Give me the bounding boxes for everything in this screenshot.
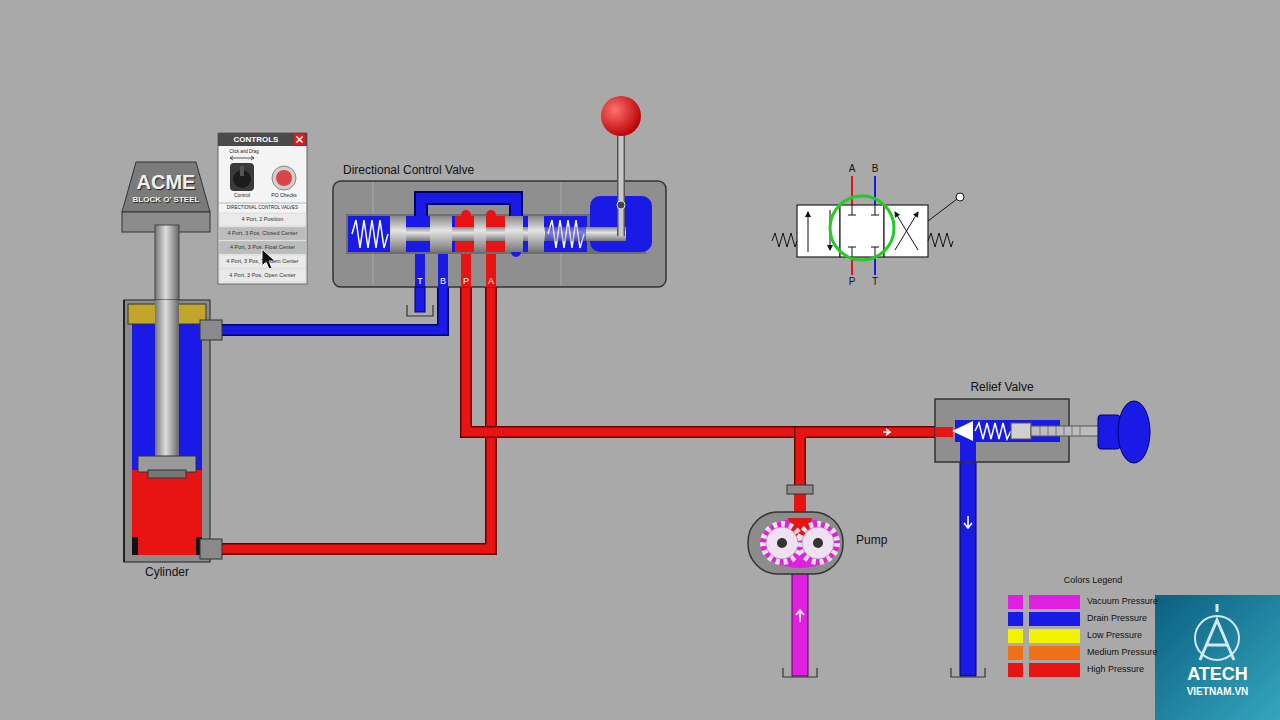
node-title: Directional Control Valve xyxy=(343,164,583,178)
node-text: 4 Port, 2 Position xyxy=(218,216,307,222)
legend-swatch xyxy=(1008,595,1080,609)
acme-block: ACMEBLOCK O' STEEL xyxy=(120,162,212,232)
legend-text: Medium Pressure xyxy=(1087,647,1177,657)
node-text: 4 Port, 3 Pos, Open Center xyxy=(218,272,307,278)
node-text: Click and Drag xyxy=(220,149,268,154)
pipe-outline xyxy=(466,287,800,505)
node-title: Cylinder xyxy=(104,566,230,580)
dcv-illustration xyxy=(333,96,666,316)
pipe-fill xyxy=(466,287,800,505)
watermark-badge xyxy=(1155,595,1280,720)
port-label: A xyxy=(485,276,497,286)
pipe-fill xyxy=(800,432,935,505)
controls-panel: CONTROLS Click and DragControl PO ChecksDI… xyxy=(218,133,307,284)
pump: Pump xyxy=(748,505,843,577)
legend-text: Low Pressure xyxy=(1087,630,1177,640)
symbol-port-label: B xyxy=(868,163,882,175)
legend-text: High Pressure xyxy=(1087,664,1177,674)
symbol-port-label: P xyxy=(845,276,859,288)
node-text: 4 Port, 3 Pos, Closed Center xyxy=(218,230,307,236)
legend-title: Colors Legend xyxy=(1033,575,1153,585)
pipe-outline xyxy=(210,287,443,330)
pipe-outline xyxy=(210,287,491,549)
node-title: CONTROLS xyxy=(218,135,294,144)
port-label: B xyxy=(437,276,449,286)
node-title: Relief Valve xyxy=(935,381,1069,395)
legend-swatch xyxy=(1008,612,1080,626)
legend-swatch xyxy=(1008,646,1080,660)
node-text: PO Checks xyxy=(266,193,302,199)
watermark-text: ATECH xyxy=(1160,664,1275,685)
node-text: Control xyxy=(224,193,260,199)
symbol-port-label: A xyxy=(845,163,859,175)
node-text: DIRECTIONAL CONTROL VALVES xyxy=(218,205,307,210)
valve-symbol xyxy=(772,176,964,275)
node-title: Pump xyxy=(856,534,916,548)
pump-illustration xyxy=(748,485,843,677)
watermark-text: VIETNAM.VN xyxy=(1160,686,1275,698)
hydraulic-pipe xyxy=(466,287,800,505)
controls-panel xyxy=(218,133,307,284)
directional-control-valve: Directional Control Valve xyxy=(333,181,666,287)
hydraulic-pipe xyxy=(800,432,935,505)
pipe-outline xyxy=(800,432,935,505)
cylinder-illustration xyxy=(124,225,222,562)
node-text: 4 Port, 3 Pos, Float Center xyxy=(218,244,307,250)
node-text: BLOCK O' STEEL xyxy=(120,195,212,204)
symbol-port-label: T xyxy=(868,276,882,288)
cylinder: Cylinder xyxy=(124,300,210,562)
hydraulic-pipe xyxy=(210,287,443,330)
pipe-fill xyxy=(210,287,443,330)
relief-valve: Relief Valve xyxy=(935,399,1069,462)
node-title: ACME xyxy=(120,171,212,194)
legend-swatch xyxy=(1008,629,1080,643)
legend-swatch xyxy=(1008,663,1080,677)
node-text: 4 Port, 3 Pos, Tandem Center xyxy=(218,258,307,264)
pipe-fill xyxy=(210,287,491,549)
hydraulic-pipe xyxy=(210,287,491,549)
legend-text: Drain Pressure xyxy=(1087,613,1177,623)
port-label: T xyxy=(414,276,426,286)
port-label: P xyxy=(460,276,472,286)
legend-text: Vacuum Pressure xyxy=(1087,596,1177,606)
